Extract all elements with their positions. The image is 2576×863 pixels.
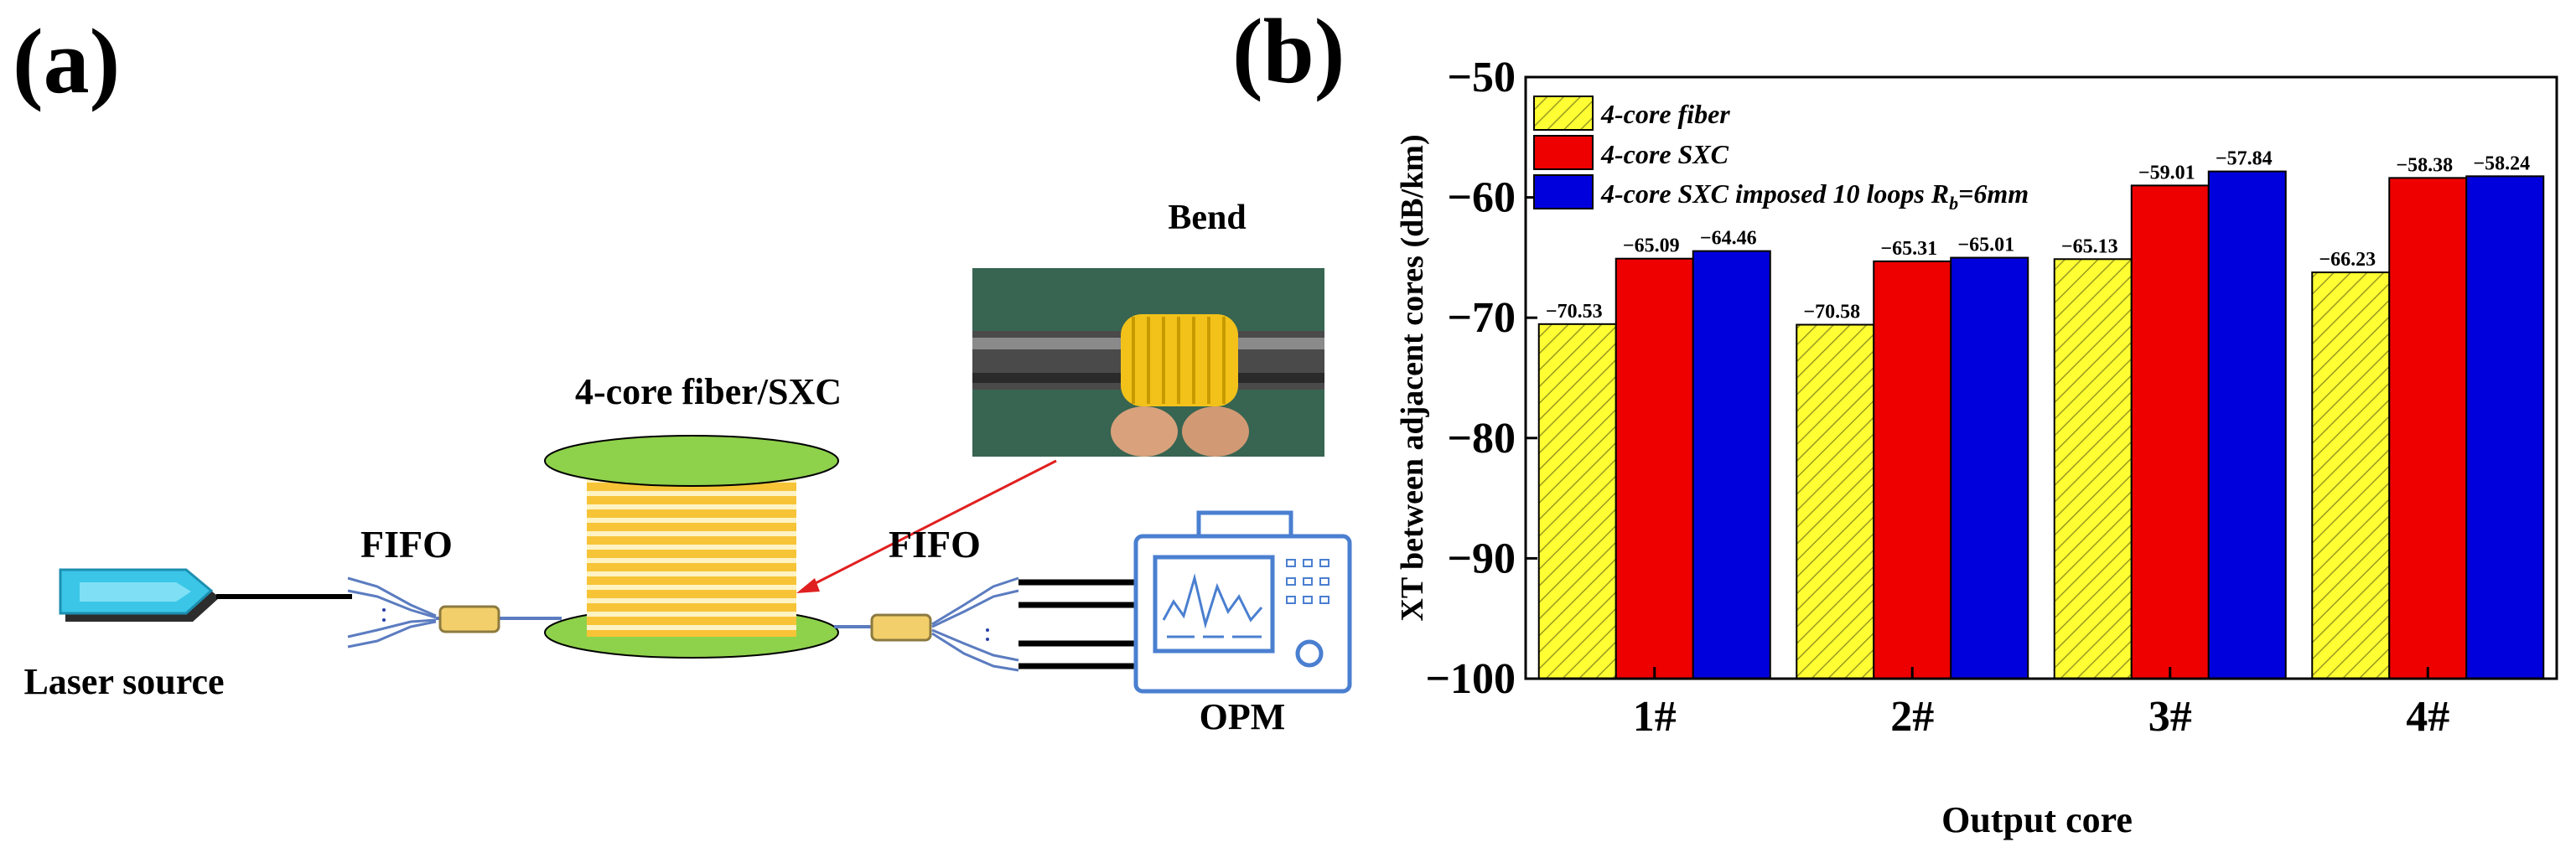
fiber-label: 4-core fiber/SXC: [575, 371, 842, 412]
bars-layer: [1537, 170, 2545, 680]
legend-swatch-sxc-bend: [1533, 174, 1594, 209]
data-label-series2-4: −58.38: [2396, 154, 2453, 176]
legend-label-sxc-bend: 4-core SXC imposed 10 loops Rb=6mm: [1600, 178, 2029, 214]
fifo-right-label: FIFO: [889, 523, 981, 566]
opm-label: OPM: [1200, 696, 1286, 737]
data-label-series3-3: −57.84: [2216, 148, 2273, 170]
bar-series2-4: [2388, 177, 2468, 680]
bar-series3-2: [1950, 256, 2029, 680]
bar-chart: −70.53 −65.09 −64.46 −70.58 −65.31 −65.01 −65.…: [1395, 54, 2558, 840]
bend-coil: [1121, 314, 1238, 406]
bar-series3-3: [2207, 170, 2287, 680]
y-tick-label: −70: [1447, 294, 1516, 342]
panel-b: (b) −70.53 −65.09 −64.46 −70.58 −65.31 −65.01…: [1232, 0, 2558, 840]
fiber-spool-icon: [544, 435, 839, 659]
x-axis: 1# 2# 3# 4#: [1633, 667, 2449, 741]
bar-series3-1: [1692, 250, 1771, 680]
y-axis-title: XT between adjacent cores (dB/km): [1395, 134, 1430, 621]
data-label-series1-3: −65.13: [2061, 235, 2118, 257]
laser-source-icon: [59, 568, 220, 622]
bend-arrow-head: [796, 578, 820, 593]
bar-series1-1: [1537, 323, 1617, 680]
bar-series1-2: [1796, 323, 1875, 680]
data-label-series1-2: −70.58: [1803, 302, 1860, 323]
legend-label-sxc: 4-core SXC: [1600, 139, 1729, 169]
y-axis: −50 −60 −70 −80 −90 −100: [1425, 54, 1537, 703]
plot-frame: [1524, 75, 2558, 680]
bar-series3-4: [2465, 175, 2545, 680]
x-tick-label: 3#: [2148, 693, 2192, 741]
fifo-left-label: FIFO: [360, 523, 453, 566]
panel-b-label: (b): [1232, 0, 1345, 102]
x-tick-label: 4#: [2406, 693, 2449, 741]
legend-swatch-fiber: [1533, 96, 1594, 131]
data-label-series1-1: −70.53: [1546, 301, 1603, 323]
x-axis-title: Output core: [1941, 799, 2133, 840]
data-label-series2-2: −65.31: [1880, 238, 1937, 260]
opm-icon: [1133, 510, 1352, 694]
y-tick-label: −100: [1425, 655, 1516, 703]
data-label-series3-2: −65.01: [1957, 235, 2014, 256]
data-label-series1-4: −66.23: [2319, 249, 2376, 271]
bend-title: Bend: [1168, 199, 1246, 237]
legend: 4-core fiber 4-core SXC 4-core SXC impos…: [1533, 96, 2029, 214]
legend-label-fiber: 4-core fiber: [1600, 99, 1730, 129]
bar-series2-1: [1615, 257, 1694, 680]
bend-arrow: [808, 459, 1057, 588]
data-label-series2-1: −65.09: [1623, 235, 1680, 257]
bar-series2-3: [2130, 184, 2210, 680]
bar-series1-4: [2311, 271, 2391, 680]
fifo-right-icon: [834, 576, 1019, 672]
bend-photo: [972, 268, 1324, 457]
y-tick-label: −90: [1447, 535, 1516, 582]
data-label-series3-1: −64.46: [1700, 228, 1757, 250]
panel-a-label: (a): [13, 10, 120, 112]
y-tick-label: −50: [1447, 54, 1516, 101]
bar-series1-3: [2053, 258, 2133, 680]
panel-a: (a) Bend 4-core fiber/SXC: [13, 10, 1352, 737]
legend-swatch-sxc: [1533, 135, 1594, 170]
y-tick-label: −60: [1447, 174, 1516, 222]
data-label-series2-3: −59.01: [2138, 162, 2195, 183]
bar-series2-2: [1873, 260, 1952, 680]
opm-input-fibers: [1018, 579, 1136, 669]
x-tick-label: 1#: [1633, 693, 1677, 741]
y-tick-label: −80: [1447, 415, 1516, 463]
data-labels-layer: −70.53 −65.09 −64.46 −70.58 −65.31 −65.01 −65.…: [1546, 148, 2530, 323]
fifo-left-icon: [347, 576, 562, 649]
x-tick-label: 2#: [1890, 693, 1934, 741]
data-label-series3-4: −58.24: [2473, 152, 2530, 174]
laser-label: Laser source: [23, 661, 224, 702]
